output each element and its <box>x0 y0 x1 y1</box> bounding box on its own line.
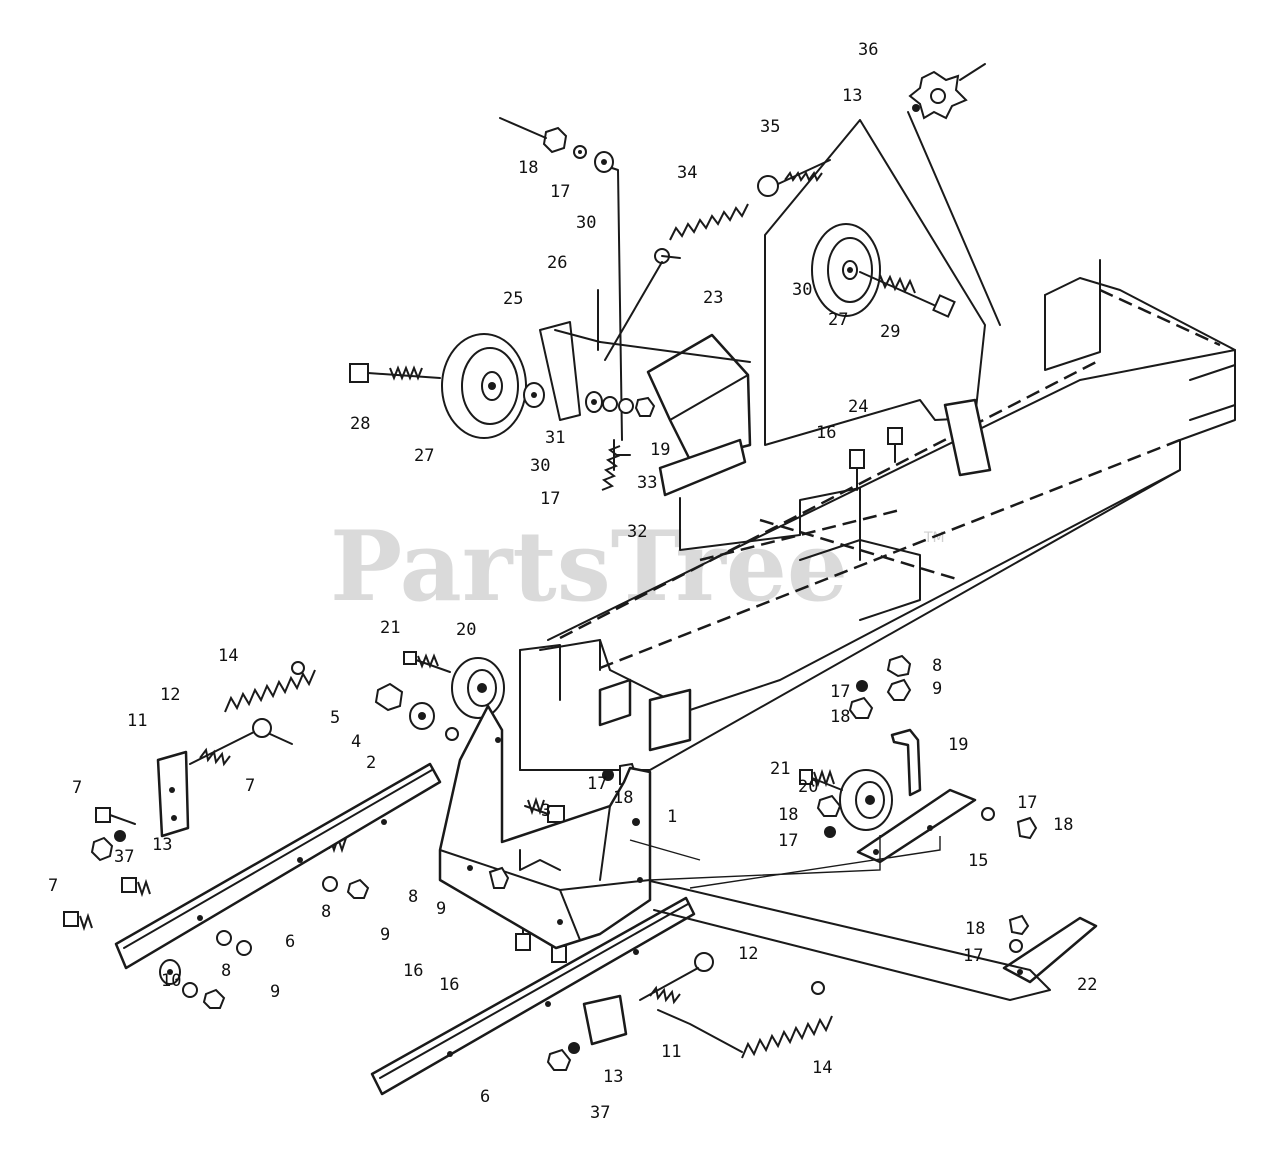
callout-32: 32 <box>627 522 647 542</box>
callout-22: 22 <box>1077 975 1097 995</box>
callout-9: 9 <box>380 925 390 945</box>
callout-18: 18 <box>518 158 538 178</box>
callout-20: 20 <box>798 777 818 797</box>
callout-31: 31 <box>545 428 565 448</box>
pulley-27-left <box>441 333 527 439</box>
callout-18: 18 <box>830 707 850 727</box>
callout-10: 10 <box>161 971 181 991</box>
callout-33: 33 <box>637 473 657 493</box>
callout-18: 18 <box>613 788 633 808</box>
callout-13: 13 <box>603 1067 623 1087</box>
callout-2: 2 <box>366 753 376 773</box>
callout-30: 30 <box>530 456 550 476</box>
callout-7: 7 <box>245 776 255 796</box>
callout-14: 14 <box>812 1058 832 1078</box>
callout-17: 17 <box>963 946 983 966</box>
callout-17: 17 <box>540 489 560 509</box>
callout-29: 29 <box>880 322 900 342</box>
callout-26: 26 <box>547 253 567 273</box>
callout-9: 9 <box>270 982 280 1002</box>
callout-21: 21 <box>770 759 790 779</box>
pulley-20-upper <box>451 657 505 719</box>
callout-17: 17 <box>1017 793 1037 813</box>
callout-8: 8 <box>408 887 418 907</box>
callout-30: 30 <box>576 213 596 233</box>
callout-37: 37 <box>590 1103 610 1123</box>
callout-21: 21 <box>380 618 400 638</box>
callout-35: 35 <box>760 117 780 137</box>
callout-13: 13 <box>152 835 172 855</box>
callout-27: 27 <box>414 446 434 466</box>
callout-8: 8 <box>221 961 231 981</box>
upper-frame-assembly <box>519 111 1236 771</box>
callout-8: 8 <box>932 656 942 676</box>
callout-17: 17 <box>830 682 850 702</box>
callout-18: 18 <box>778 805 798 825</box>
callout-24: 24 <box>848 397 868 417</box>
callout-4: 4 <box>351 732 361 752</box>
callout-17: 17 <box>550 182 570 202</box>
callout-16: 16 <box>403 961 423 981</box>
pulley-27-right <box>811 223 881 317</box>
callout-19: 19 <box>948 735 968 755</box>
callout-3: 3 <box>541 801 551 821</box>
callout-6: 6 <box>480 1087 490 1107</box>
callout-18: 18 <box>1053 815 1073 835</box>
pulley-20-lower <box>839 769 893 831</box>
callout-15: 15 <box>968 851 988 871</box>
watermark-text: PartsTree <box>330 510 848 623</box>
callout-7: 7 <box>72 778 82 798</box>
callout-28: 28 <box>350 414 370 434</box>
upper-hardware <box>349 63 986 491</box>
callout-36: 36 <box>858 40 878 60</box>
callout-16: 16 <box>439 975 459 995</box>
callout-1: 1 <box>667 807 677 827</box>
callout-17: 17 <box>587 774 607 794</box>
callout-25: 25 <box>503 289 523 309</box>
callout-11: 11 <box>661 1042 681 1062</box>
callout-18: 18 <box>965 919 985 939</box>
callout-9: 9 <box>436 899 446 919</box>
callout-19: 19 <box>650 440 670 460</box>
callout-14: 14 <box>218 646 238 666</box>
lower-hardware <box>63 651 1098 1071</box>
callout-13: 13 <box>842 86 862 106</box>
callout-7: 7 <box>48 876 58 896</box>
lower-frame-bars <box>114 704 1051 1096</box>
callout-37: 37 <box>114 847 134 867</box>
callout-9: 9 <box>932 679 942 699</box>
callout-8: 8 <box>321 902 331 922</box>
callout-5: 5 <box>330 708 340 728</box>
callout-12: 12 <box>160 685 180 705</box>
callout-20: 20 <box>456 620 476 640</box>
callout-23: 23 <box>703 288 723 308</box>
callout-16: 16 <box>816 423 836 443</box>
callout-6: 6 <box>285 932 295 952</box>
callout-12: 12 <box>738 944 758 964</box>
callout-30: 30 <box>792 280 812 300</box>
callout-34: 34 <box>677 163 697 183</box>
callout-27: 27 <box>828 310 848 330</box>
callout-11: 11 <box>127 711 147 731</box>
callout-17: 17 <box>778 831 798 851</box>
